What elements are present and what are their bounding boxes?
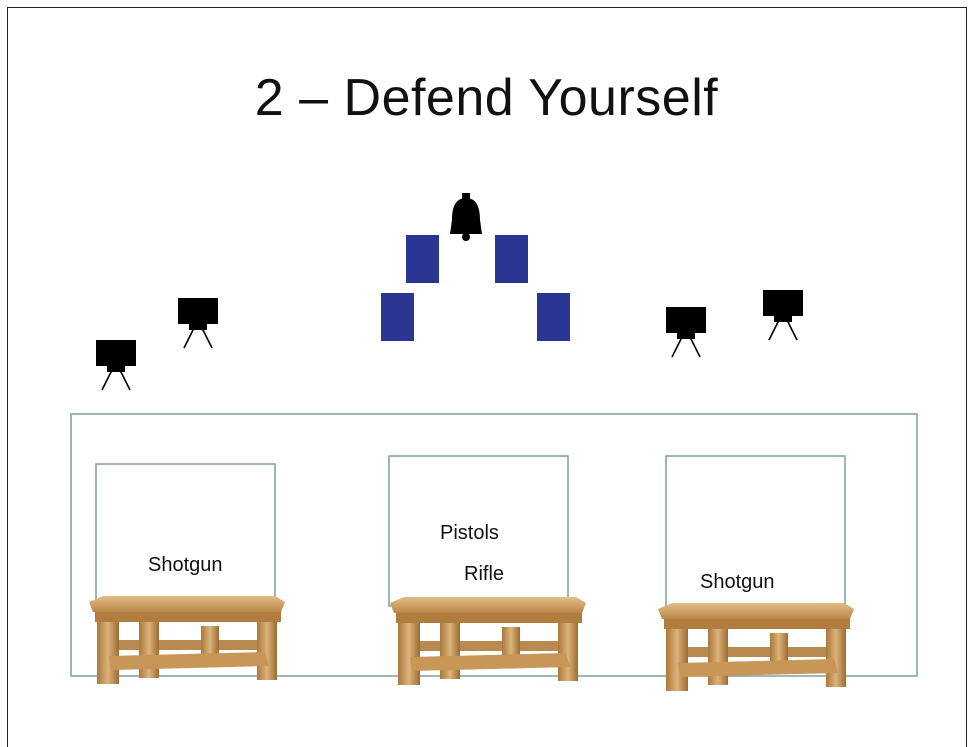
steel-target-icon bbox=[763, 290, 803, 340]
bay-left-label: Shotgun bbox=[148, 554, 223, 577]
bell-icon bbox=[450, 193, 482, 241]
shooting-area bbox=[71, 414, 917, 676]
table-icon bbox=[658, 603, 854, 691]
paper-target-3 bbox=[495, 235, 528, 283]
bay-center-label-1: Pistols bbox=[440, 522, 499, 545]
steel-target-icon bbox=[666, 307, 706, 357]
paper-target-4 bbox=[537, 293, 570, 341]
paper-target-1 bbox=[381, 293, 414, 341]
bay-center-label-2: Rifle bbox=[464, 563, 504, 586]
bay-left bbox=[96, 464, 275, 614]
table-icon bbox=[390, 597, 586, 685]
steel-target-icon bbox=[178, 298, 218, 348]
table-icon bbox=[89, 596, 285, 684]
steel-target-icon bbox=[96, 340, 136, 390]
bay-right-label: Shotgun bbox=[700, 571, 775, 594]
paper-target-2 bbox=[406, 235, 439, 283]
